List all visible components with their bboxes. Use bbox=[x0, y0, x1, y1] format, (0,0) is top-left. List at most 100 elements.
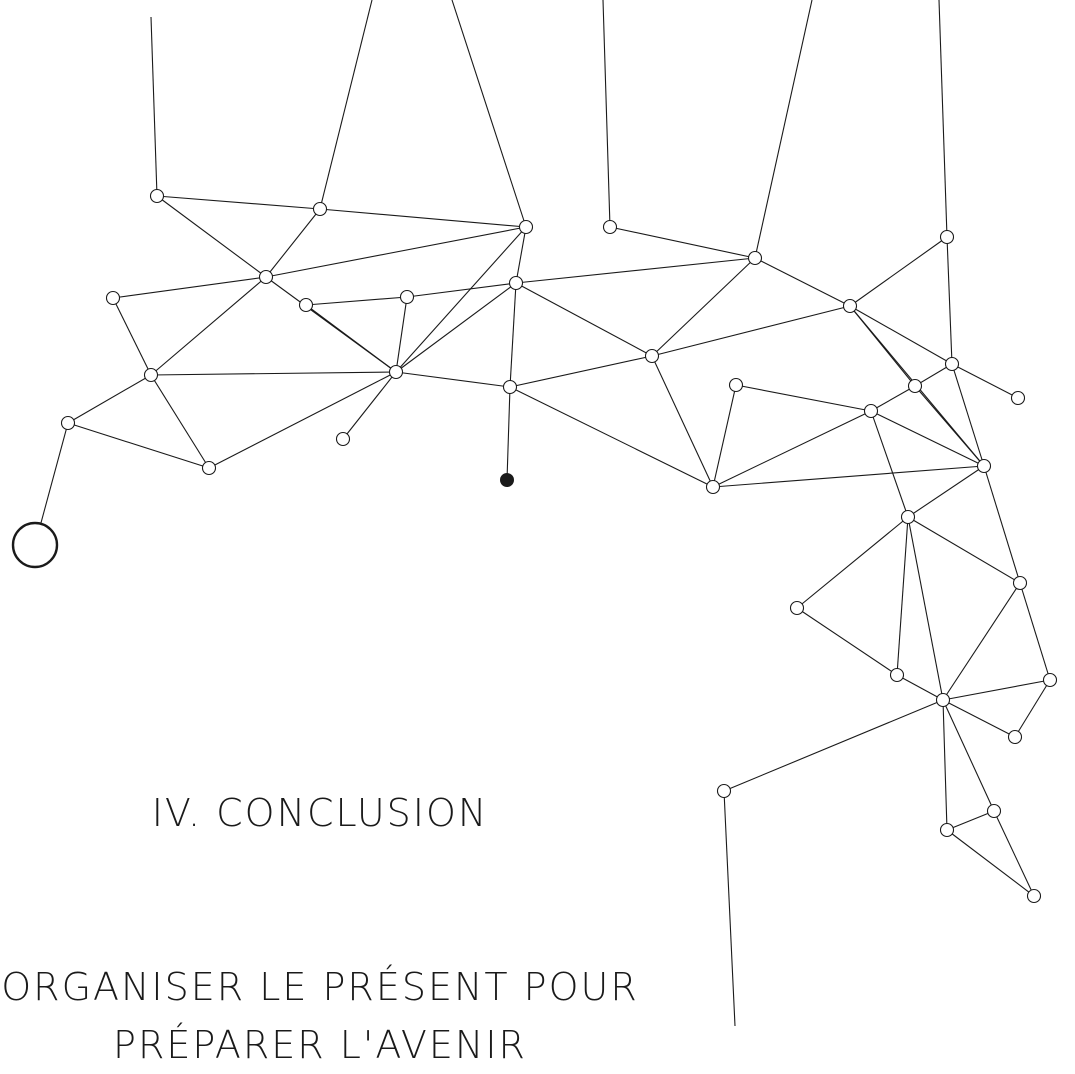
network-node bbox=[891, 669, 904, 682]
network-edge bbox=[713, 411, 871, 487]
network-node bbox=[510, 277, 523, 290]
network-node bbox=[1009, 731, 1022, 744]
network-edge bbox=[724, 791, 735, 1026]
network-node bbox=[646, 350, 659, 363]
network-edge bbox=[610, 227, 755, 258]
network-node bbox=[988, 805, 1001, 818]
network-edge bbox=[209, 372, 396, 468]
network-node bbox=[978, 460, 991, 473]
network-edge bbox=[652, 258, 755, 356]
network-node bbox=[504, 381, 517, 394]
network-edge bbox=[755, 258, 850, 306]
network-edge bbox=[994, 811, 1034, 896]
network-edge bbox=[943, 700, 1015, 737]
network-edge bbox=[320, 209, 526, 227]
network-node bbox=[520, 221, 533, 234]
network-edges bbox=[35, 0, 1050, 1026]
network-edge bbox=[507, 387, 510, 480]
network-node bbox=[941, 824, 954, 837]
network-edge bbox=[908, 517, 943, 700]
network-edge bbox=[1020, 583, 1050, 680]
network-edge bbox=[952, 364, 1018, 398]
network-node bbox=[941, 231, 954, 244]
network-edge bbox=[68, 375, 151, 423]
network-node bbox=[902, 511, 915, 524]
network-edge bbox=[510, 387, 713, 487]
network-edge bbox=[68, 423, 209, 468]
network-edge bbox=[516, 283, 652, 356]
network-edge bbox=[157, 196, 266, 277]
network-node bbox=[1012, 392, 1025, 405]
network-edge bbox=[943, 700, 947, 830]
network-edge bbox=[943, 680, 1050, 700]
network-edge bbox=[452, 0, 526, 227]
network-edge bbox=[516, 258, 755, 283]
network-edge bbox=[908, 466, 984, 517]
network-node-large bbox=[13, 523, 57, 567]
network-edge bbox=[516, 227, 526, 283]
network-edge bbox=[320, 0, 372, 209]
network-node bbox=[937, 694, 950, 707]
network-edge bbox=[943, 583, 1020, 700]
network-node bbox=[604, 221, 617, 234]
network-edge bbox=[736, 385, 871, 411]
network-edge bbox=[947, 830, 1034, 896]
network-edge bbox=[897, 517, 908, 675]
network-edge bbox=[871, 411, 984, 466]
network-node bbox=[1028, 890, 1041, 903]
network-edge bbox=[396, 372, 510, 387]
network-node bbox=[107, 292, 120, 305]
network-edge bbox=[343, 372, 396, 439]
network-node bbox=[314, 203, 327, 216]
network-edge bbox=[266, 209, 320, 277]
network-edge bbox=[915, 386, 984, 466]
network-edge bbox=[850, 237, 947, 306]
network-edge bbox=[943, 700, 994, 811]
network-edge bbox=[713, 466, 984, 487]
network-edge bbox=[850, 306, 952, 364]
section-heading: IV. CONCLUSION bbox=[0, 791, 640, 835]
network-edge bbox=[947, 811, 994, 830]
network-edge bbox=[939, 0, 947, 237]
network-edge bbox=[797, 608, 897, 675]
network-edge bbox=[151, 277, 266, 375]
network-node bbox=[791, 602, 804, 615]
network-edge bbox=[113, 277, 266, 298]
network-node bbox=[865, 405, 878, 418]
network-edge bbox=[797, 517, 908, 608]
network-node bbox=[390, 366, 403, 379]
network-edge bbox=[151, 17, 157, 196]
network-node bbox=[730, 379, 743, 392]
network-edge bbox=[871, 386, 915, 411]
network-edge bbox=[510, 356, 652, 387]
network-node bbox=[300, 299, 313, 312]
network-node bbox=[909, 380, 922, 393]
network-node bbox=[718, 785, 731, 798]
network-edge bbox=[266, 227, 526, 277]
subtitle-line-2: PRÉPARER L'AVENIR bbox=[113, 1023, 527, 1067]
network-edge bbox=[603, 0, 610, 227]
network-edge bbox=[151, 375, 209, 468]
network-node bbox=[844, 300, 857, 313]
network-node bbox=[62, 417, 75, 430]
network-node bbox=[145, 369, 158, 382]
network-edge bbox=[897, 675, 943, 700]
network-edge bbox=[952, 364, 984, 466]
network-node bbox=[401, 291, 414, 304]
network-edge bbox=[151, 372, 396, 375]
network-edge bbox=[157, 196, 320, 209]
network-edge bbox=[113, 298, 151, 375]
network-node bbox=[1044, 674, 1057, 687]
network-edge bbox=[755, 0, 812, 258]
network-edge bbox=[947, 237, 952, 364]
network-edge bbox=[724, 700, 943, 791]
network-illustration bbox=[0, 0, 1075, 1026]
network-edge bbox=[713, 385, 736, 487]
network-node bbox=[946, 358, 959, 371]
network-edge bbox=[652, 356, 713, 487]
subtitle-line-1: ORGANISER LE PRÉSENT POUR bbox=[1, 965, 638, 1009]
network-edge bbox=[1015, 680, 1050, 737]
network-node bbox=[1014, 577, 1027, 590]
network-node bbox=[707, 481, 720, 494]
network-edge bbox=[306, 297, 407, 305]
